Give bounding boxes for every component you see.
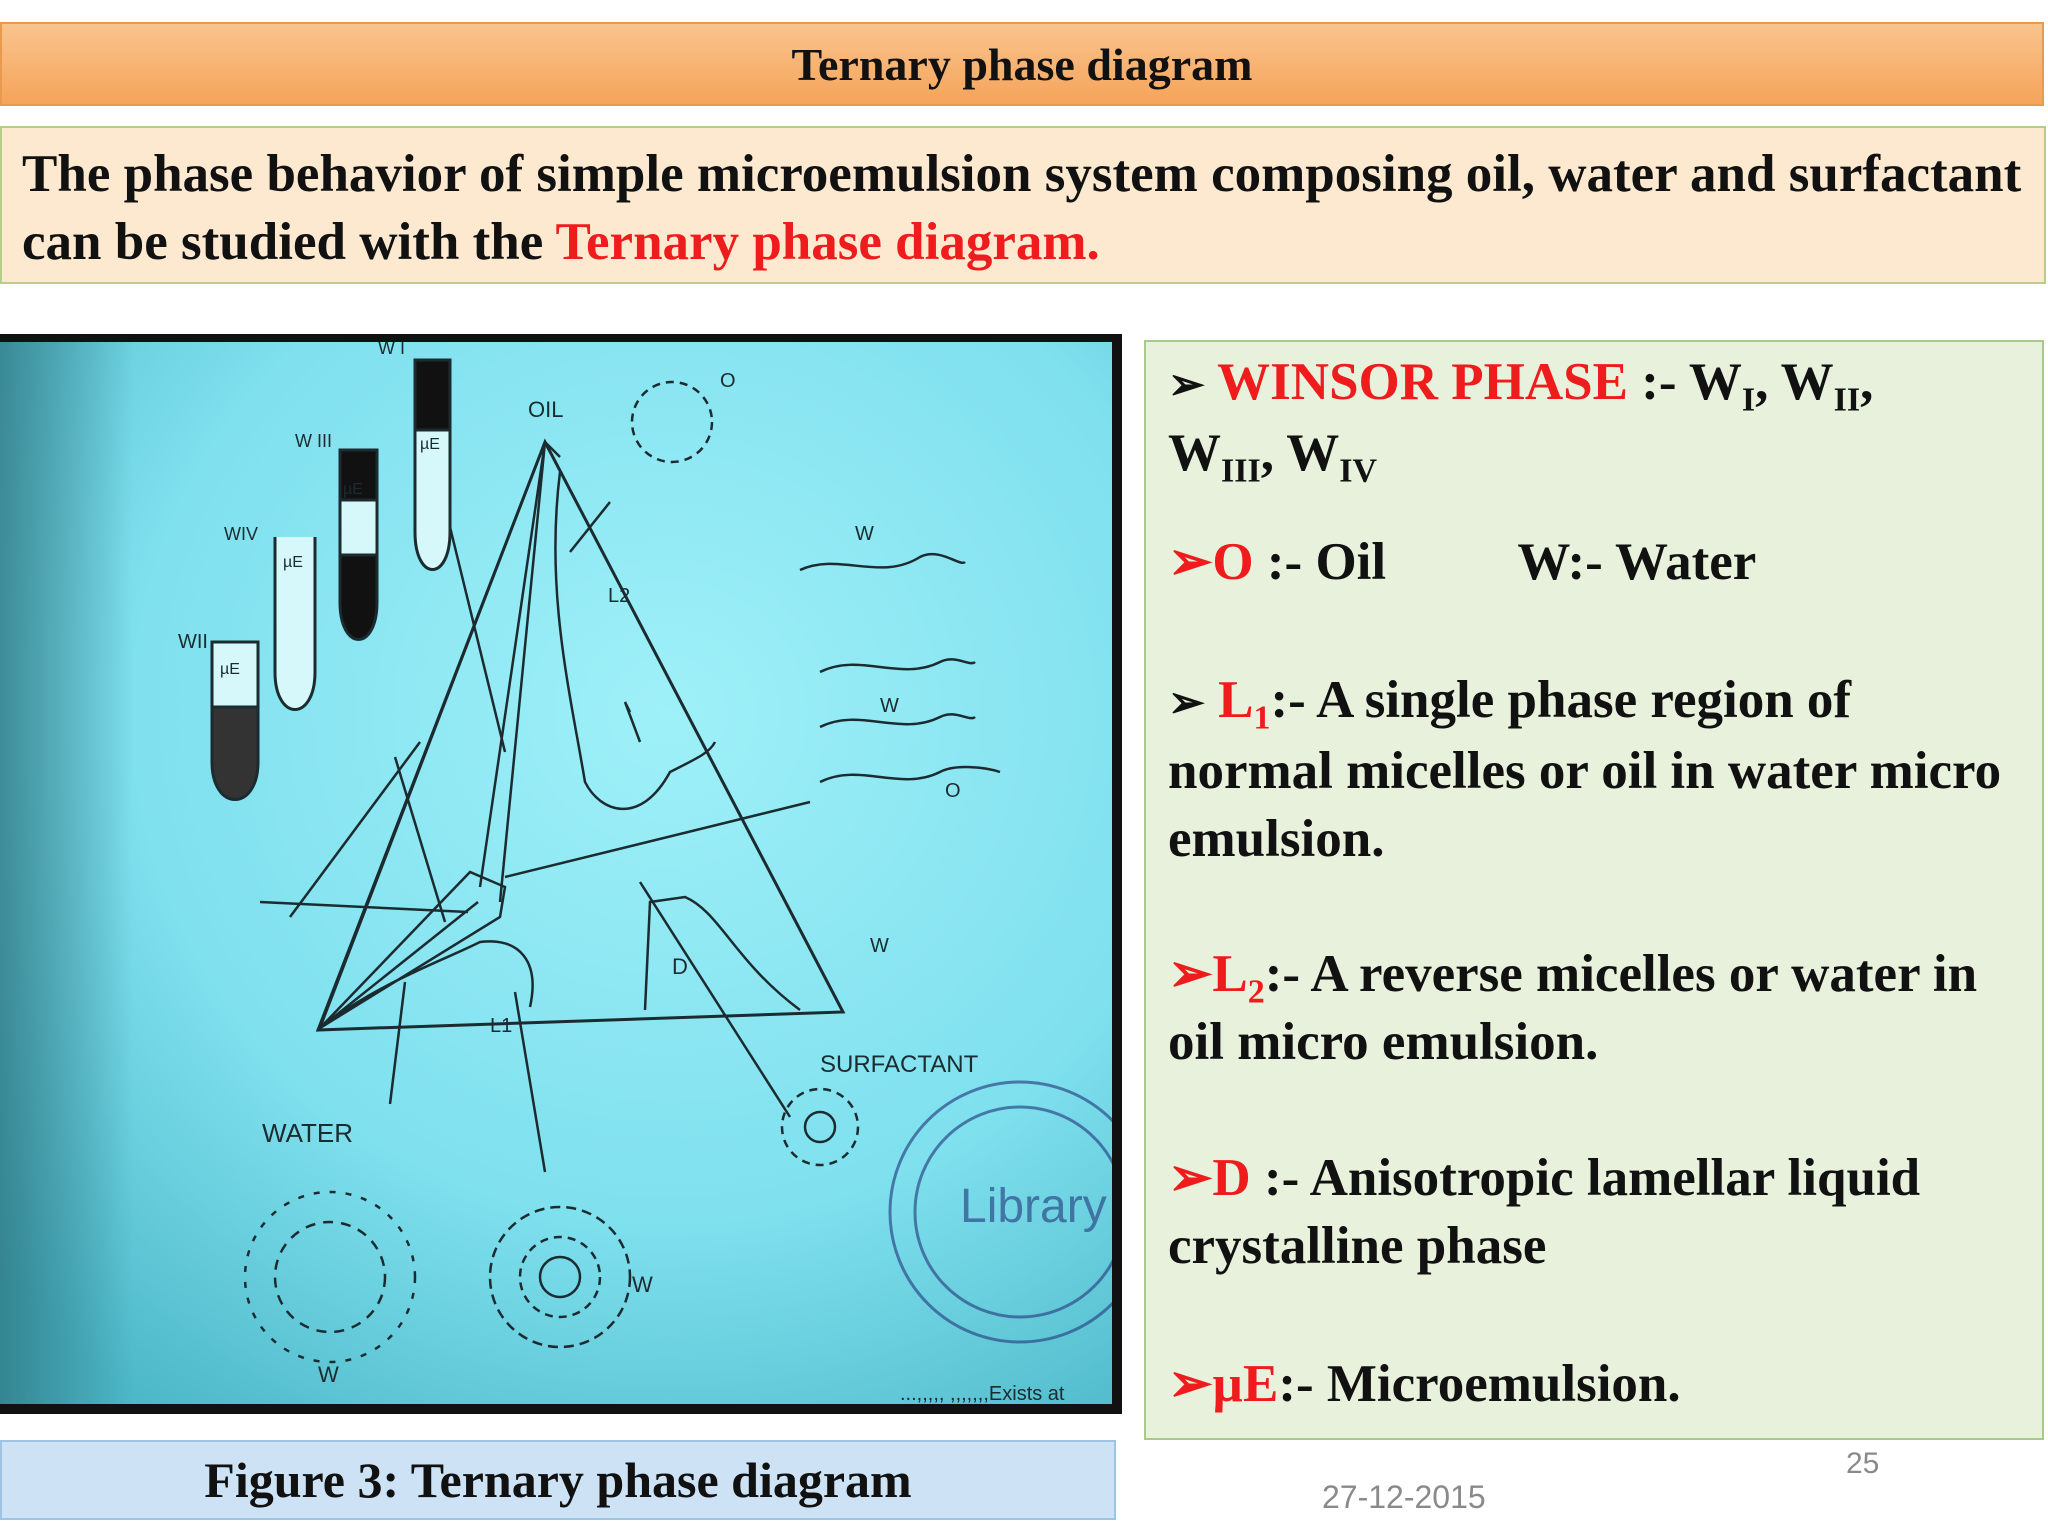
figure-caption: Figure 3: Ternary phase diagram: [0, 1440, 1116, 1520]
micelle-drawings: [243, 380, 1001, 1364]
photo-bottom-text: ...,,,,, ,,,,,,,Exists at: [900, 1383, 1065, 1404]
label-w-bottom: W: [318, 1362, 339, 1387]
winsor-label: WINSOR PHASE: [1217, 353, 1628, 411]
ternary-diagram-drawing: OIL WATER SURFACTANT L2 L1 D W I W III W…: [0, 342, 1112, 1404]
label-l2: L2: [608, 585, 630, 607]
legend-d: ➢D :- Anisotropic lamellar liquid crysta…: [1168, 1149, 1921, 1275]
figure-image: OIL WATER SURFACTANT L2 L1 D W I W III W…: [0, 342, 1112, 1404]
label-w-4: W: [632, 1272, 653, 1297]
label-d: D: [672, 954, 688, 979]
label-mue-1: µE: [420, 436, 440, 453]
label-w-3: W: [870, 935, 889, 957]
intro-highlight: Ternary phase diagram.: [555, 213, 1100, 271]
label-mue-3: µE: [283, 554, 303, 571]
label-l1: L1: [490, 1015, 512, 1037]
label-wi: W I: [378, 342, 405, 358]
label-wiv: WIV: [224, 524, 258, 544]
label-mue-4: µE: [220, 661, 240, 678]
arrow-bullet-icon: ➢: [1168, 360, 1205, 409]
arrow-red-icon: ➢: [1168, 1355, 1213, 1413]
legend-oil-water: ➢O :- Oil W:- Water: [1168, 533, 1757, 591]
tie-lines: [259, 441, 811, 1173]
label-wii: WII: [178, 631, 208, 653]
slide-title: Ternary phase diagram: [0, 22, 2044, 106]
label-o-1: O: [720, 370, 736, 392]
stamp-text: Library: [960, 1180, 1107, 1233]
label-water: WATER: [262, 1118, 353, 1148]
figure-photo: OIL WATER SURFACTANT L2 L1 D W I W III W…: [0, 334, 1122, 1414]
intro-body: The phase behavior of simple microemulsi…: [22, 145, 2022, 271]
label-o-2: O: [945, 780, 961, 802]
legend-l2: ➢L2:- A reverse micelles or water in oil…: [1168, 945, 1978, 1071]
legend-winsor: ➢ WINSOR PHASE :- WI, WII, WIII, WIV: [1168, 353, 1874, 490]
label-w-2: W: [880, 695, 899, 717]
label-surfactant: SURFACTANT: [820, 1051, 979, 1078]
test-tubes: [210, 358, 452, 801]
label-w-1: W: [855, 523, 874, 545]
label-mue-2: µE: [343, 481, 363, 498]
label-oil: OIL: [528, 397, 563, 422]
intro-text: The phase behavior of simple microemulsi…: [0, 126, 2046, 284]
slide-number: 25: [1846, 1447, 1880, 1480]
legend-l1: ➢ L1:- A single phase region of normal m…: [1168, 671, 2002, 868]
arrow-red-icon: ➢: [1168, 945, 1213, 1003]
arrow-bullet-icon: ➢: [1168, 678, 1205, 727]
arrow-red-icon: ➢: [1168, 533, 1213, 591]
slide-date: 27-12-2015: [1322, 1479, 1486, 1515]
legend-mue: ➢µE:- Microemulsion.: [1168, 1355, 1681, 1413]
label-wiii: W III: [295, 431, 332, 451]
legend-panel: ➢ WINSOR PHASE :- WI, WII, WIII, WIV ➢O …: [1144, 340, 2044, 1440]
arrow-red-icon: ➢: [1168, 1149, 1213, 1207]
library-stamp: [888, 1080, 1112, 1344]
